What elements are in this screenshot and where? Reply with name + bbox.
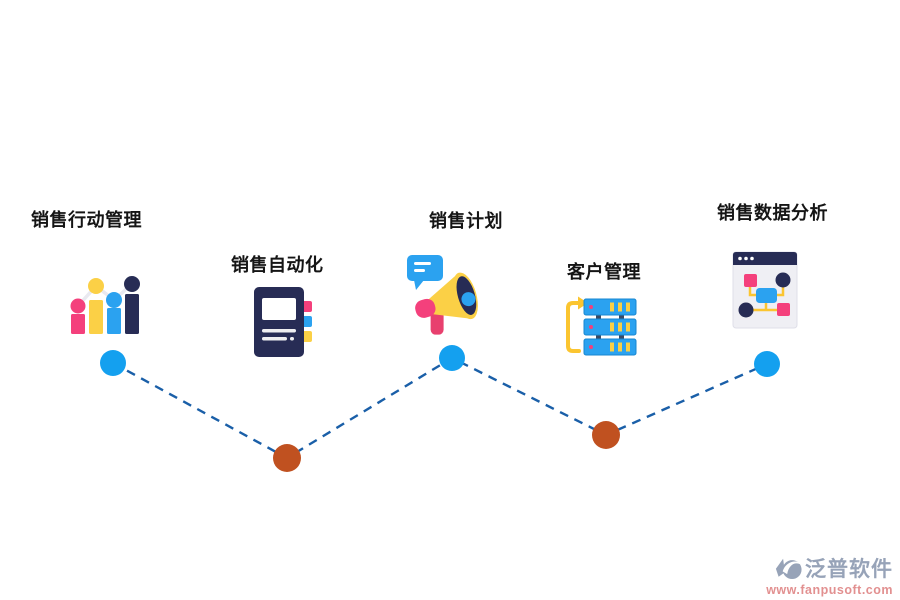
watermark: 泛普软件 www.fanpusoft.com [766, 557, 893, 597]
notebook-icon [254, 287, 312, 357]
step-label-sales-automation: 销售自动化 [231, 255, 324, 275]
bar-chart-icon [70, 276, 140, 334]
step-label-sales-plan: 销售计划 [429, 211, 503, 231]
megaphone-icon [407, 255, 478, 335]
dashed-connector-line [112, 356, 768, 460]
step-label-sales-action-management: 销售行动管理 [31, 210, 142, 230]
timeline-node [100, 350, 126, 376]
step-label-sales-data-analysis: 销售数据分析 [717, 203, 828, 223]
fanpu-logo-icon [775, 558, 802, 579]
timeline-node [592, 421, 620, 449]
watermark-url: www.fanpusoft.com [766, 582, 893, 597]
timeline-node [754, 351, 780, 377]
server-stack-icon [566, 296, 637, 356]
step-label-customer-management: 客户管理 [567, 262, 641, 282]
timeline-node [273, 444, 301, 472]
timeline-node [439, 345, 465, 371]
watermark-brand: 泛普软件 [805, 558, 893, 582]
analytics-window-icon [732, 251, 798, 329]
